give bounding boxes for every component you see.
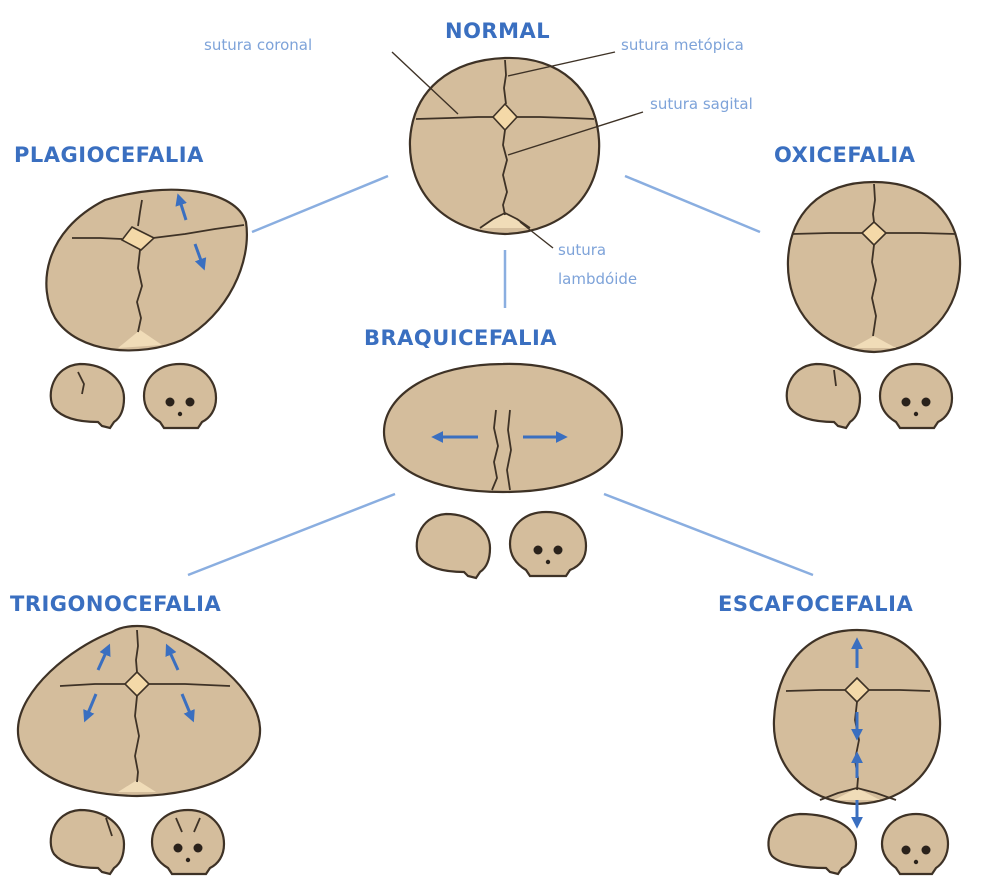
front-view-escafocefalia [882,814,948,874]
front-view-trigonocefalia [152,810,224,874]
label-sutura-lambdoide-line2: lambdóide [558,270,637,288]
connector-normal-plagiocefalia [252,176,388,232]
skull-trigonocefalia [18,626,260,796]
label-sutura-metopica: sutura metópica [621,36,744,54]
skull-escafocefalia-coronal-left [786,690,845,691]
front-view-plagiocefalia [144,364,216,428]
skull-braquicefalia [384,364,622,492]
connector-braquicefalia-trigonocefalia [188,494,395,575]
front-view-oxicefalia [880,364,952,428]
heading-trigonocefalia: TRIGONOCEFALIA [10,592,221,616]
heading-normal: NORMAL [445,19,550,43]
heading-braquicefalia: BRAQUICEFALIA [364,326,557,350]
label-sutura-lambdoide-line1: sutura [558,241,606,259]
side-view-braquicefalia [417,514,490,578]
skull-oxicefalia-coronal-right [886,233,956,234]
skull-escafocefalia-coronal-right [869,690,930,691]
connector-braquicefalia-escafocefalia [604,494,813,575]
heading-plagiocefalia: PLAGIOCEFALIA [14,143,204,167]
skull-trigonocefalia-outline [18,626,260,796]
label-sutura-sagital: sutura sagital [650,95,753,113]
skull-plagiocefalia-outline [46,190,247,351]
side-view-escafocefalia [768,814,856,874]
skull-plagiocefalia-coronal-left [72,238,122,239]
skull-oxicefalia [788,182,960,352]
heading-oxicefalia: OXICEFALIA [774,143,916,167]
front-view-braquicefalia [510,512,586,576]
side-view-trigonocefalia [51,810,124,874]
side-view-oxicefalia [787,364,860,428]
label-sutura-coronal: sutura coronal [204,36,312,54]
connector-normal-oxicefalia [625,176,760,232]
heading-escafocefalia: ESCAFOCEFALIA [718,592,913,616]
skull-escafocefalia [774,630,940,824]
skull-plagiocefalia [46,190,247,351]
skull-oxicefalia-coronal-left [792,233,862,234]
skull-braquicefalia-outline [384,364,622,492]
skull-normal [410,58,599,234]
side-view-plagiocefalia [51,364,124,428]
